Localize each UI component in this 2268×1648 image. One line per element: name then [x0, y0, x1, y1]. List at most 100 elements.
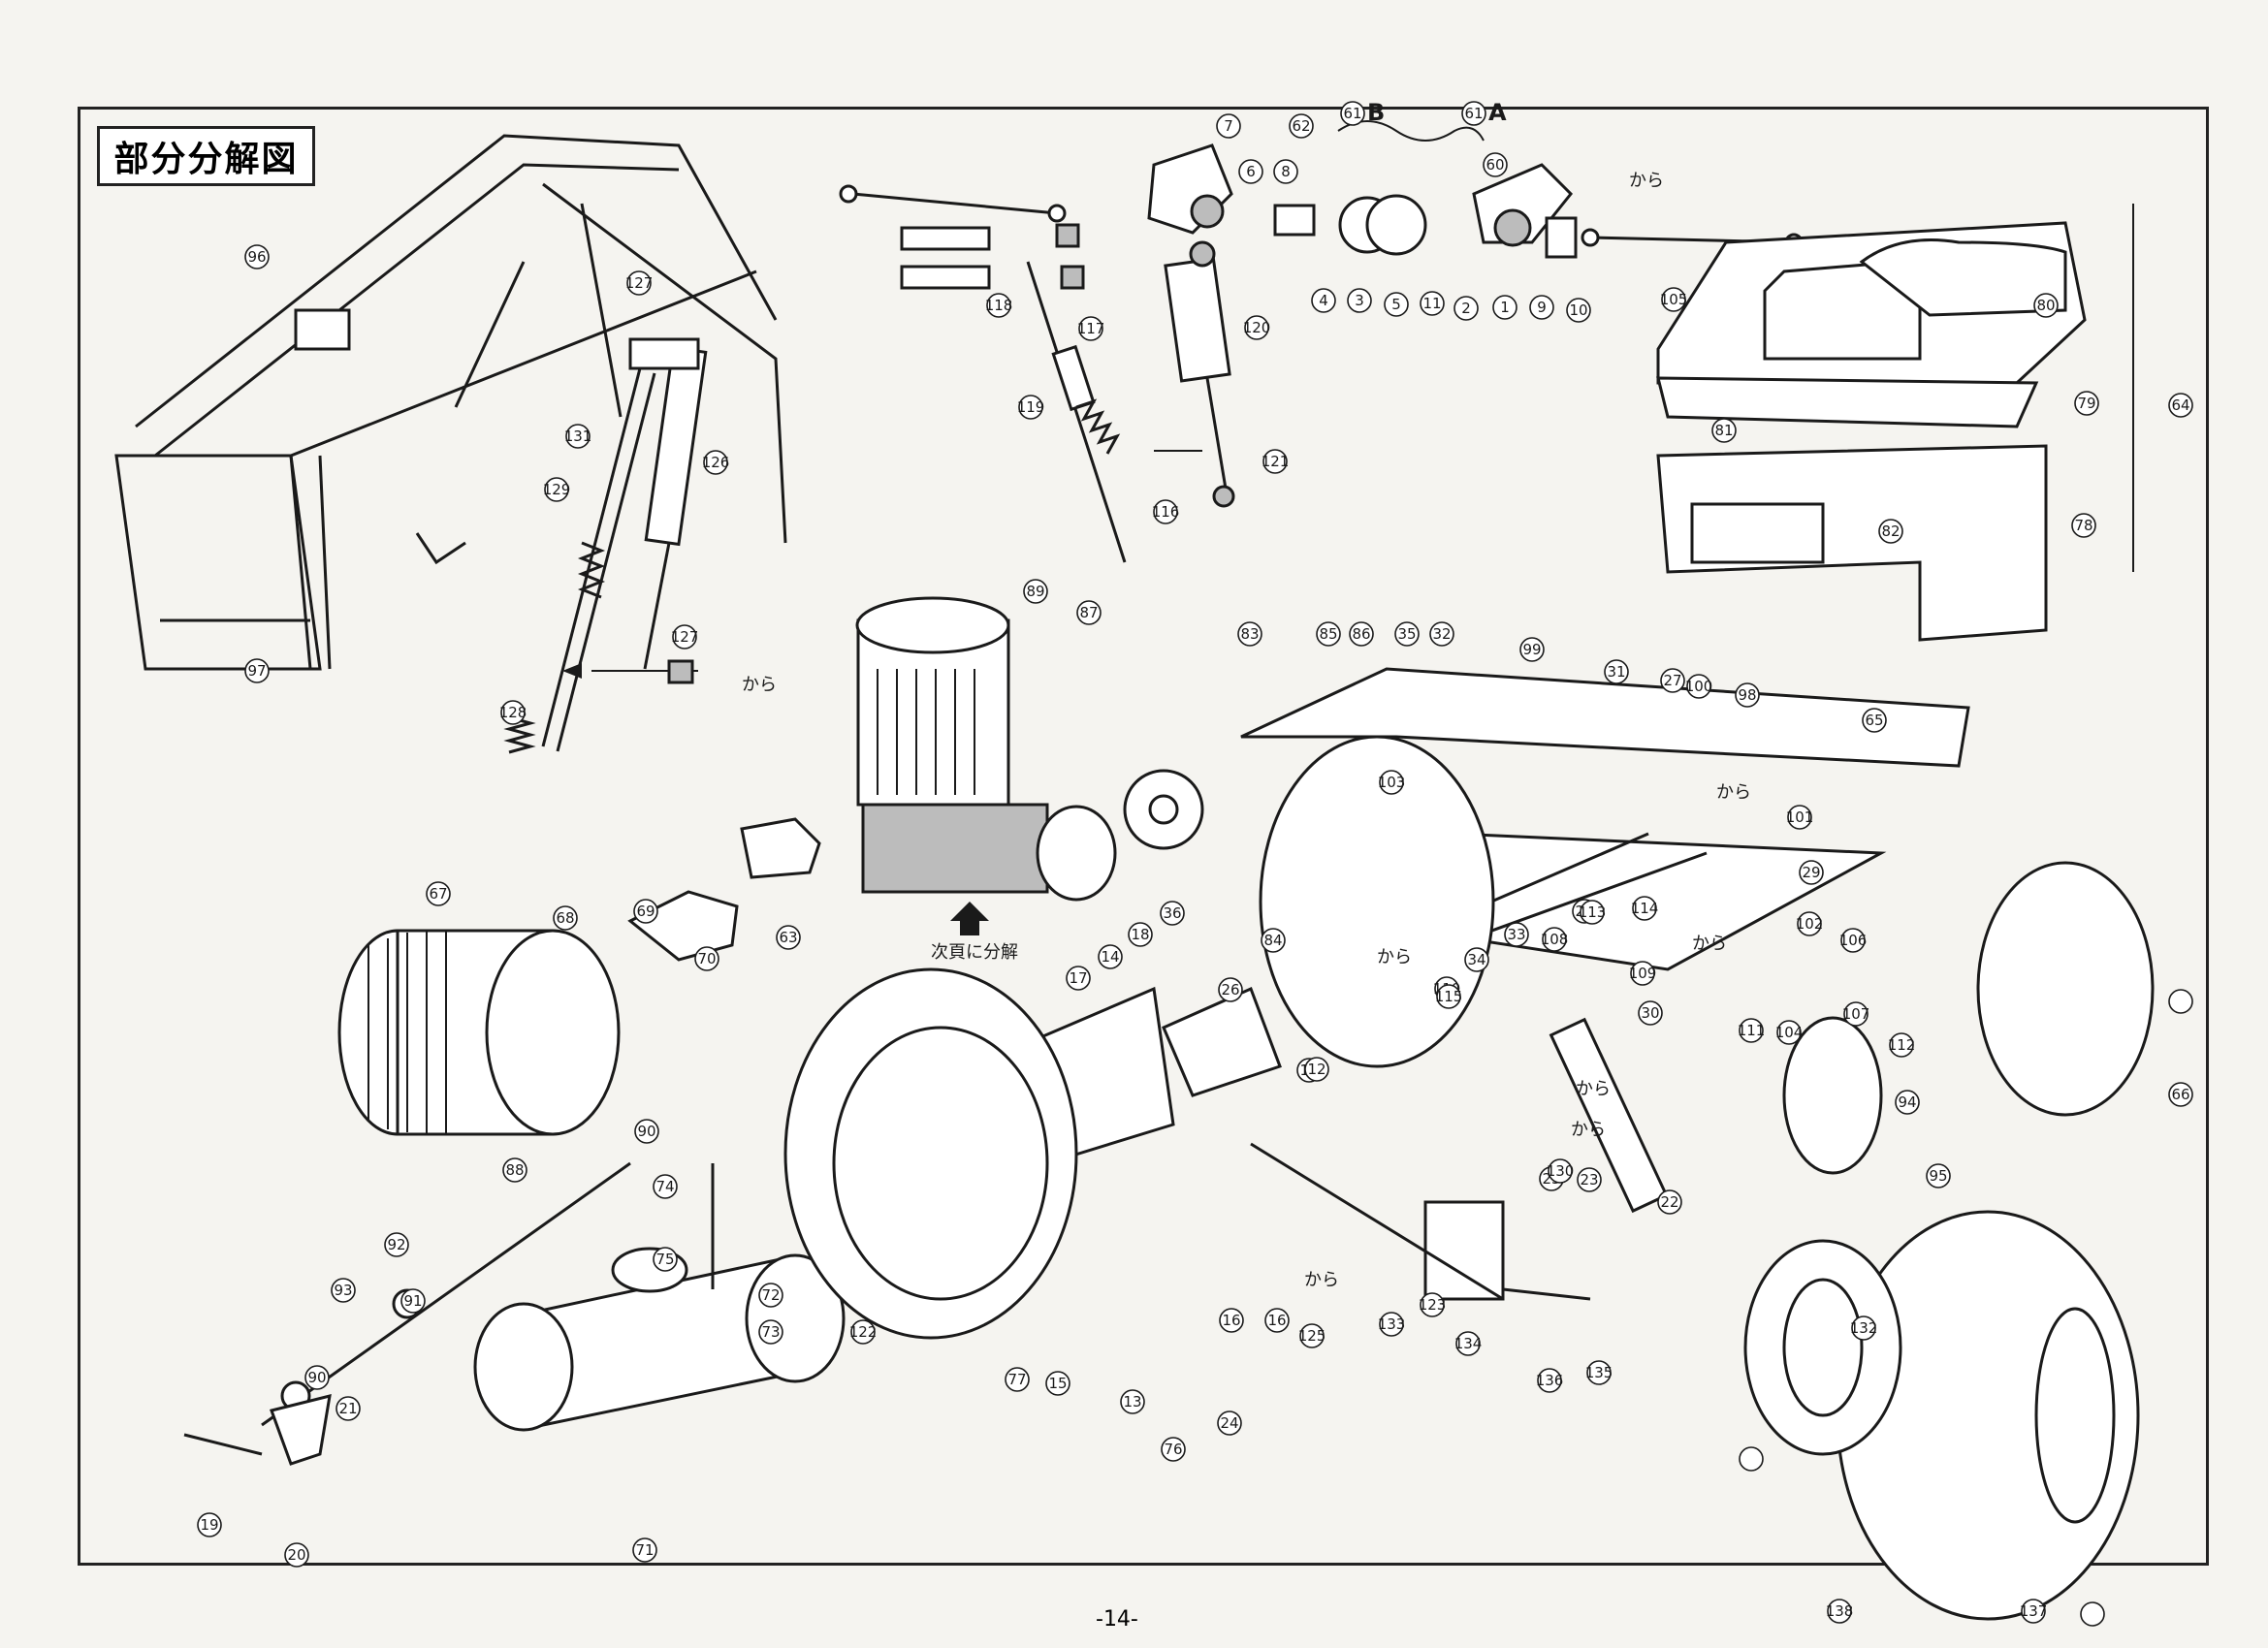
- svg-text:66: 66: [2171, 1086, 2189, 1103]
- body-seat: [1656, 204, 2134, 642]
- svg-text:109: 109: [1629, 965, 1657, 982]
- from-label-5: から: [1692, 934, 1727, 954]
- svg-text:83: 83: [1240, 625, 1259, 643]
- svg-text:135: 135: [1585, 1364, 1613, 1381]
- svg-text:13: 13: [1123, 1393, 1141, 1410]
- svg-text:112: 112: [1888, 1036, 1916, 1054]
- svg-text:35: 35: [1397, 625, 1416, 643]
- svg-text:91: 91: [403, 1292, 422, 1310]
- svg-text:72: 72: [761, 1286, 780, 1304]
- svg-text:100: 100: [1685, 678, 1713, 695]
- callout-markers: 1 2 3 4 5 6 7 8 9 10 11 12 13 14 15 16 1…: [197, 101, 2193, 1627]
- svg-text:121: 121: [1262, 453, 1290, 470]
- svg-text:113: 113: [1579, 903, 1607, 921]
- svg-text:70: 70: [697, 950, 716, 967]
- svg-text:120: 120: [1243, 319, 1271, 336]
- svg-text:26: 26: [1221, 981, 1239, 998]
- svg-text:61: 61: [1343, 105, 1361, 122]
- from-label-7: から: [1571, 1120, 1606, 1140]
- svg-text:67: 67: [429, 885, 447, 903]
- svg-text:137: 137: [2020, 1602, 2048, 1620]
- svg-text:11: 11: [1422, 295, 1441, 312]
- svg-text:22: 22: [1660, 1193, 1678, 1211]
- svg-text:86: 86: [1352, 625, 1370, 643]
- svg-text:19: 19: [200, 1516, 218, 1534]
- svg-text:10: 10: [1569, 301, 1587, 319]
- svg-text:65: 65: [1865, 712, 1883, 729]
- svg-text:62: 62: [1292, 117, 1310, 135]
- svg-text:6: 6: [1246, 163, 1256, 180]
- svg-text:60: 60: [1485, 156, 1504, 174]
- svg-text:138: 138: [1826, 1602, 1854, 1620]
- svg-text:64: 64: [2171, 396, 2189, 414]
- svg-text:102: 102: [1796, 915, 1824, 933]
- svg-text:127: 127: [625, 274, 654, 292]
- page-number: -14-: [1096, 1607, 1138, 1632]
- svg-text:12: 12: [1307, 1061, 1326, 1078]
- svg-text:94: 94: [1898, 1093, 1916, 1111]
- engine: [740, 596, 1204, 935]
- wheels: [783, 735, 2155, 1621]
- svg-text:29: 29: [1802, 864, 1820, 881]
- svg-text:126: 126: [702, 454, 730, 471]
- svg-text:107: 107: [1842, 1005, 1870, 1023]
- svg-text:92: 92: [387, 1236, 405, 1253]
- svg-text:93: 93: [334, 1282, 352, 1299]
- svg-text:8: 8: [1281, 163, 1291, 180]
- from-label-3: から: [1377, 947, 1412, 967]
- svg-text:79: 79: [2077, 395, 2095, 412]
- driveshafts: [839, 184, 1804, 290]
- label-b: B: [1367, 99, 1385, 126]
- svg-text:115: 115: [1435, 988, 1463, 1005]
- diagram-frame: [78, 107, 2209, 1566]
- svg-text:73: 73: [761, 1323, 780, 1341]
- svg-text:114: 114: [1631, 900, 1659, 917]
- from-label-6: から: [1576, 1079, 1611, 1099]
- svg-text:103: 103: [1378, 774, 1406, 791]
- svg-text:36: 36: [1163, 904, 1181, 922]
- svg-text:82: 82: [1881, 523, 1900, 540]
- svg-text:122: 122: [849, 1323, 878, 1341]
- from-label-8: から: [1304, 1270, 1339, 1290]
- svg-text:118: 118: [985, 297, 1013, 314]
- svg-text:99: 99: [1522, 641, 1541, 658]
- svg-text:18: 18: [1131, 926, 1149, 943]
- svg-text:16: 16: [1267, 1312, 1286, 1329]
- svg-text:87: 87: [1079, 604, 1098, 621]
- svg-text:95: 95: [1929, 1167, 1947, 1185]
- svg-text:16: 16: [1222, 1312, 1240, 1329]
- rear-shock-assembly: [1026, 240, 1235, 563]
- svg-text:24: 24: [1220, 1414, 1238, 1432]
- from-label-1: から: [1629, 171, 1664, 191]
- svg-text:63: 63: [779, 929, 797, 946]
- svg-text:133: 133: [1378, 1315, 1406, 1333]
- svg-text:105: 105: [1660, 291, 1688, 308]
- svg-text:80: 80: [2036, 297, 2055, 314]
- from-label-2: から: [742, 675, 777, 695]
- svg-text:129: 129: [543, 481, 571, 498]
- svg-text:7: 7: [1224, 117, 1233, 135]
- roll-cage: [114, 134, 787, 671]
- from-label-4: から: [1716, 782, 1751, 803]
- svg-text:71: 71: [635, 1541, 654, 1559]
- svg-text:111: 111: [1738, 1022, 1766, 1039]
- svg-text:78: 78: [2074, 517, 2092, 534]
- svg-text:1: 1: [1500, 299, 1510, 316]
- svg-text:61: 61: [1464, 105, 1483, 122]
- svg-text:4: 4: [1319, 292, 1328, 309]
- svg-text:33: 33: [1507, 926, 1525, 943]
- svg-text:130: 130: [1547, 1162, 1575, 1180]
- svg-text:17: 17: [1069, 969, 1087, 987]
- svg-text:32: 32: [1432, 625, 1451, 643]
- diagram-annotations: 次頁に分解 B A から から から から から から から から: [742, 99, 1751, 1290]
- svg-text:97: 97: [247, 662, 266, 680]
- svg-text:90: 90: [307, 1369, 326, 1386]
- svg-text:136: 136: [1536, 1372, 1564, 1389]
- svg-text:85: 85: [1319, 625, 1337, 643]
- svg-text:101: 101: [1786, 808, 1814, 826]
- svg-text:14: 14: [1101, 948, 1119, 966]
- svg-text:81: 81: [1714, 422, 1733, 439]
- svg-text:74: 74: [655, 1178, 674, 1195]
- svg-text:119: 119: [1017, 398, 1045, 416]
